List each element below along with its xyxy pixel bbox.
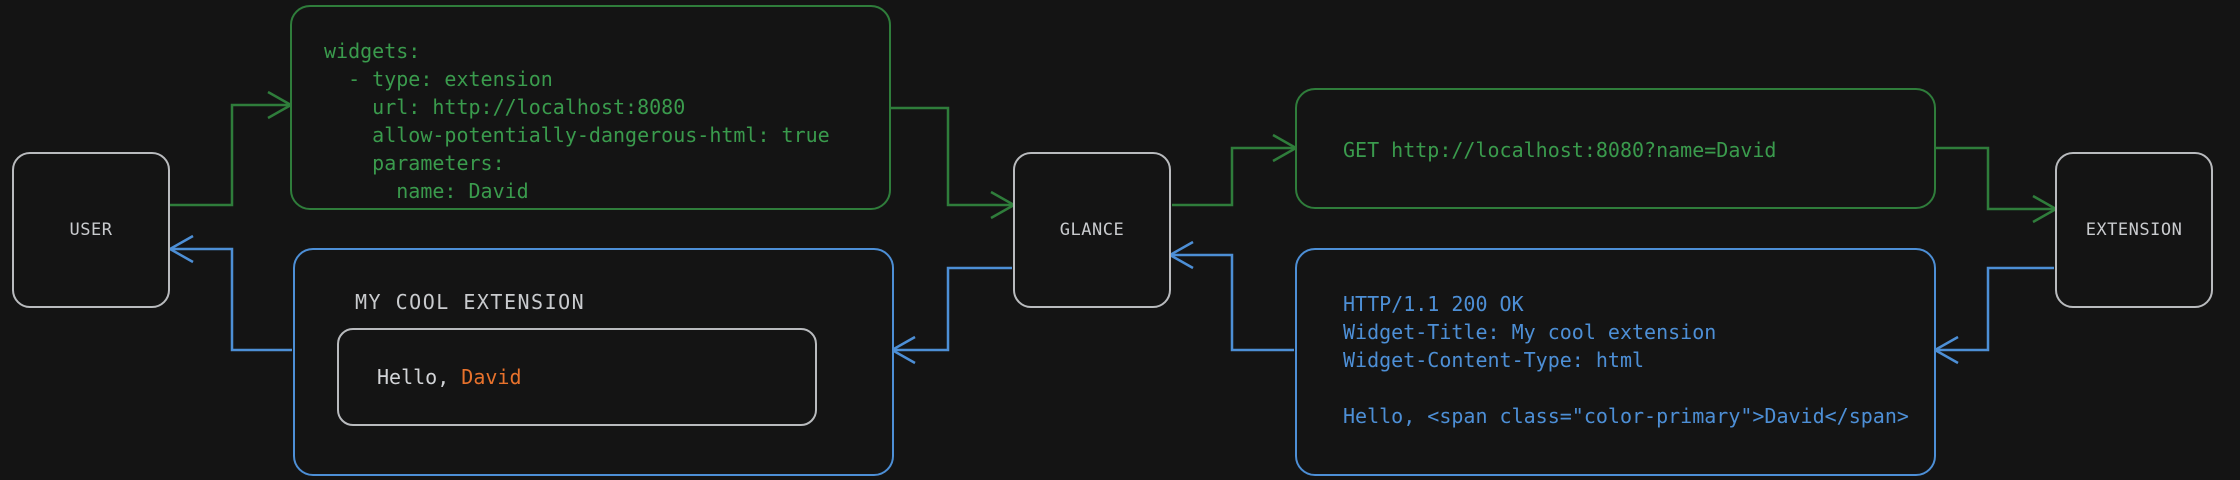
- wire-glance-to-widget: [889, 266, 1012, 365]
- wire-extension-to-response: [1932, 266, 2054, 365]
- node-extension-label: EXTENSION: [2085, 220, 2183, 240]
- http-response-text: HTTP/1.1 200 OK Widget-Title: My cool ex…: [1343, 292, 1909, 428]
- bubble-http-request: GET http://localhost:8080?name=David: [1295, 88, 1936, 209]
- node-glance[interactable]: GLANCE: [1013, 152, 1171, 308]
- bubble-rendered-widget: MY COOL EXTENSION Hello, David: [293, 248, 894, 476]
- rendered-widget-greeting-name: David: [461, 365, 522, 389]
- wire-user-to-config: [170, 90, 294, 207]
- rendered-widget-greeting-prefix: Hello,: [377, 365, 462, 389]
- rendered-widget-card: Hello, David: [337, 328, 817, 426]
- bubble-http-response: HTTP/1.1 200 OK Widget-Title: My cool ex…: [1295, 248, 1936, 476]
- node-user-label: USER: [69, 220, 113, 240]
- wire-response-to-glance: [1167, 240, 1294, 352]
- wire-widget-to-user: [167, 234, 292, 352]
- wire-config-to-glance: [891, 106, 1017, 220]
- bubble-config-yaml: widgets: - type: extension url: http://l…: [290, 5, 891, 210]
- http-request-text: GET http://localhost:8080?name=David: [1343, 138, 1777, 162]
- wire-request-to-extension: [1936, 146, 2059, 224]
- node-extension[interactable]: EXTENSION: [2055, 152, 2213, 308]
- rendered-widget-title: MY COOL EXTENSION: [355, 290, 586, 314]
- node-user[interactable]: USER: [12, 152, 170, 308]
- wire-glance-to-request: [1172, 133, 1299, 207]
- node-glance-label: GLANCE: [1059, 220, 1125, 240]
- rendered-widget-greeting: Hello, David: [377, 365, 522, 389]
- config-yaml-text: widgets: - type: extension url: http://l…: [324, 39, 830, 203]
